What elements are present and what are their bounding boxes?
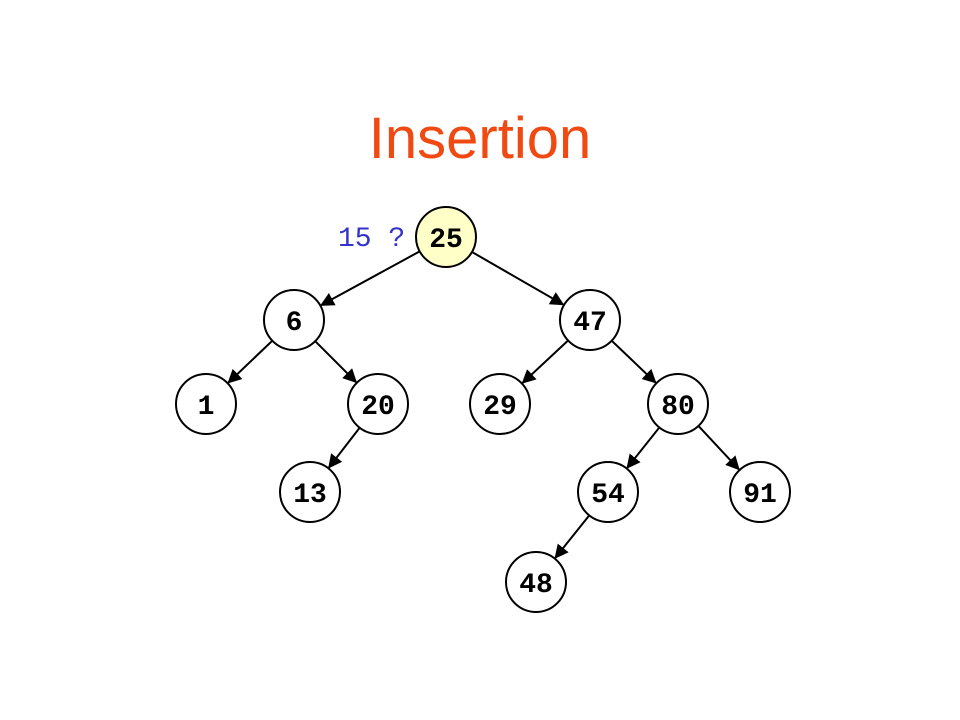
node-circle	[559, 289, 621, 351]
tree-node-91: 91	[729, 461, 791, 523]
nodes-layer: 25 6 47 1 20 29 80 13 54 91 48	[175, 206, 791, 613]
node-circle	[347, 373, 409, 435]
edge-n6-n20	[314, 340, 358, 384]
edge-n47-n80	[611, 339, 657, 384]
edge-n54-n48	[554, 514, 591, 559]
edge-n80-n91	[697, 425, 740, 471]
tree-node-48: 48	[505, 551, 567, 613]
slide-title: Insertion	[368, 106, 592, 171]
edge-n80-n54	[626, 426, 661, 469]
edge-n47-n29	[521, 339, 569, 384]
node-circle	[415, 206, 477, 268]
edge-n25-n6	[319, 250, 421, 307]
tree-node-25: 25	[415, 206, 477, 268]
node-label: 6	[286, 308, 303, 339]
edge-n20-n13	[328, 427, 361, 469]
node-label: 13	[293, 480, 327, 511]
node-label: 25	[429, 225, 463, 256]
node-circle	[263, 289, 325, 351]
node-label: 91	[743, 480, 777, 511]
node-label: 20	[361, 392, 395, 423]
node-label: 29	[483, 392, 517, 423]
node-circle	[577, 461, 639, 523]
insert-query-label: 15 ?	[338, 224, 405, 255]
node-label: 80	[661, 392, 695, 423]
node-label: 1	[198, 392, 215, 423]
tree-node-80: 80	[647, 373, 709, 435]
node-circle	[279, 461, 341, 523]
tree-node-6: 6	[263, 289, 325, 351]
edges-layer	[227, 250, 740, 559]
node-label: 54	[591, 480, 625, 511]
node-label: 47	[573, 308, 607, 339]
tree-node-29: 29	[469, 373, 531, 435]
node-circle	[505, 551, 567, 613]
node-circle	[729, 461, 791, 523]
edge-n25-n47	[471, 251, 565, 306]
edge-n6-n1	[227, 339, 273, 384]
tree-node-47: 47	[559, 289, 621, 351]
tree-node-13: 13	[279, 461, 341, 523]
node-circle	[647, 373, 709, 435]
node-circle	[469, 373, 531, 435]
tree-node-20: 20	[347, 373, 409, 435]
node-circle	[175, 373, 237, 435]
tree-node-1: 1	[175, 373, 237, 435]
tree-node-54: 54	[577, 461, 639, 523]
node-label: 48	[519, 570, 553, 601]
